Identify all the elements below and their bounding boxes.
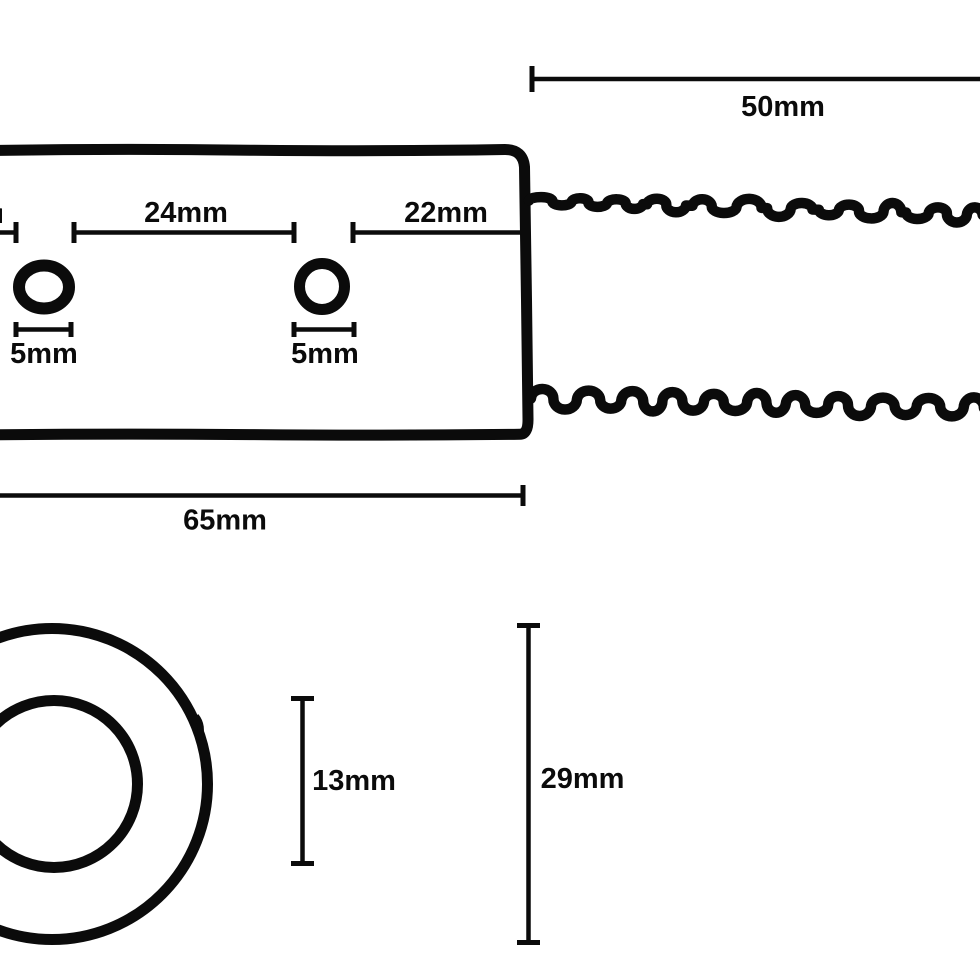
- svg-text:5mm: 5mm: [291, 338, 359, 370]
- svg-text:65mm: 65mm: [183, 505, 267, 537]
- svg-text:5mm: 5mm: [10, 338, 78, 370]
- svg-text:50mm: 50mm: [741, 91, 825, 123]
- svg-text:29mm: 29mm: [541, 763, 625, 795]
- svg-text:24mm: 24mm: [144, 197, 228, 229]
- svg-text:13mm: 13mm: [312, 765, 396, 797]
- svg-text:22mm: 22mm: [404, 197, 488, 229]
